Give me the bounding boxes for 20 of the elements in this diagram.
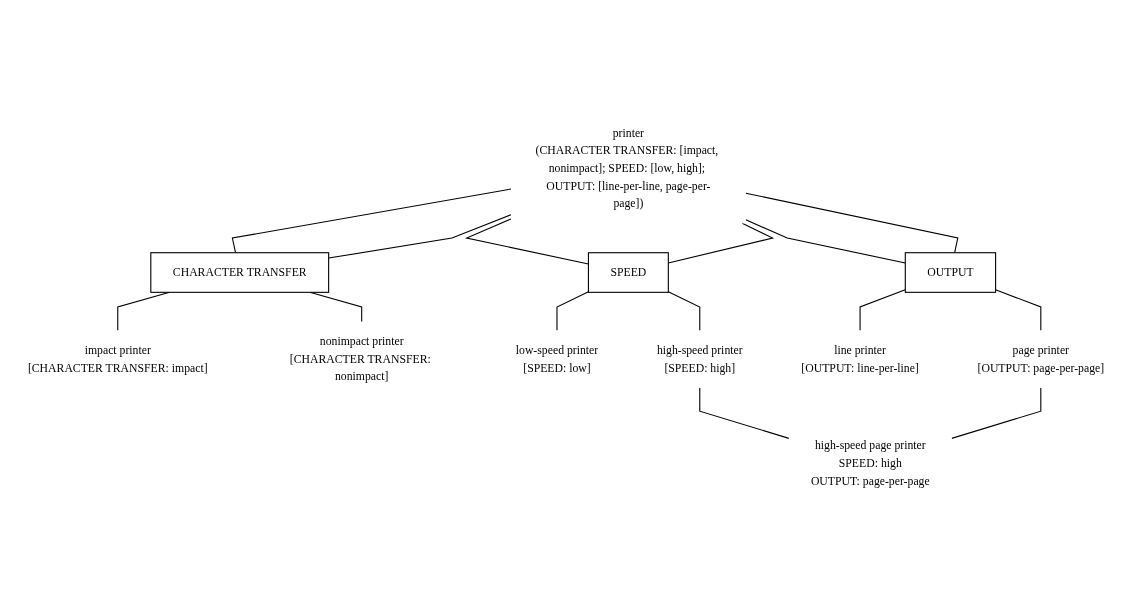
node-box: OUTPUT <box>904 252 997 293</box>
node-text: low-speed printer [SPEED: low] <box>515 343 599 374</box>
node-text: impact printer [CHARACTER TRANSFER: impact] <box>27 343 208 374</box>
node-text: nonimpact printer [CHARACTER TRANSFER: nonimpact] <box>289 334 431 383</box>
connector <box>745 192 959 254</box>
node-box: SPEED <box>587 252 669 293</box>
node-text: high-speed page printer SPEED: high OUTPUT: page-per-page <box>810 439 930 487</box>
node-text: page printer [OUTPUT: page-per-page] <box>977 343 1105 374</box>
connector <box>231 188 512 254</box>
node-text: high-speed printer [SPEED: high] <box>656 343 743 374</box>
connector <box>859 289 906 332</box>
node-text: line printer [OUTPUT: line-per-line] <box>801 343 919 374</box>
node-text: printer (CHARACTER TRANSFER: [impact, nonimpact]; SPEED: [low, high]; OUTPUT: [line-per-line, page-per-page]) <box>535 126 719 210</box>
connector <box>745 219 906 264</box>
connector <box>464 218 589 265</box>
connector <box>995 289 1042 332</box>
connector <box>699 387 790 439</box>
connector <box>951 387 1042 439</box>
node-box: CHARACTER TRANSFER <box>150 252 330 293</box>
connector <box>328 214 512 259</box>
